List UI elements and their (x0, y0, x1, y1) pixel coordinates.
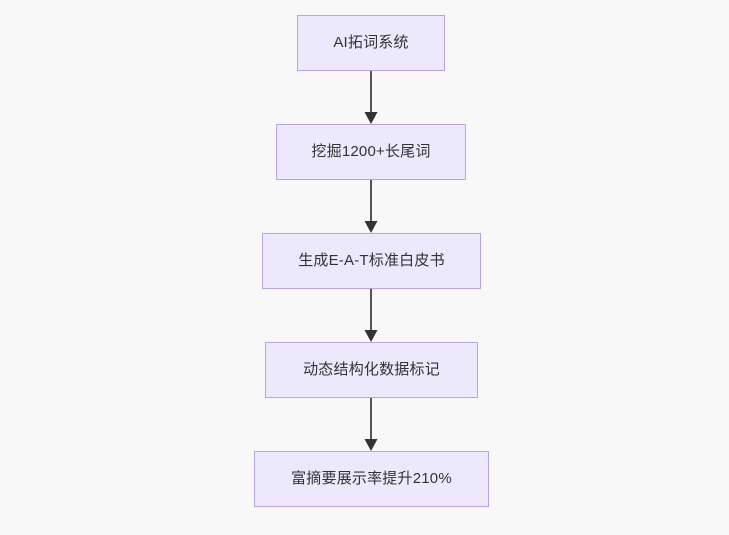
flowchart-node-rich-snippet-result[interactable]: 富摘要展示率提升210% (254, 451, 489, 507)
node-label: 挖掘1200+长尾词 (311, 143, 431, 160)
flowchart-node-ai-keyword-system[interactable]: AI拓词系统 (297, 15, 445, 71)
node-label: 生成E-A-T标准白皮书 (298, 252, 445, 269)
node-label: 动态结构化数据标记 (303, 361, 440, 378)
flowchart-node-eat-whitepaper[interactable]: 生成E-A-T标准白皮书 (262, 233, 481, 289)
edge-node1-node2 (364, 71, 378, 124)
node-label: AI拓词系统 (333, 34, 409, 51)
edge-node2-node3 (364, 180, 378, 233)
edge-node4-node5 (364, 398, 378, 451)
node-label: 富摘要展示率提升210% (291, 470, 452, 487)
flowchart-node-longtail-keywords[interactable]: 挖掘1200+长尾词 (276, 124, 466, 180)
edge-node3-node4 (364, 289, 378, 342)
flowchart-node-structured-data-markup[interactable]: 动态结构化数据标记 (265, 342, 478, 398)
